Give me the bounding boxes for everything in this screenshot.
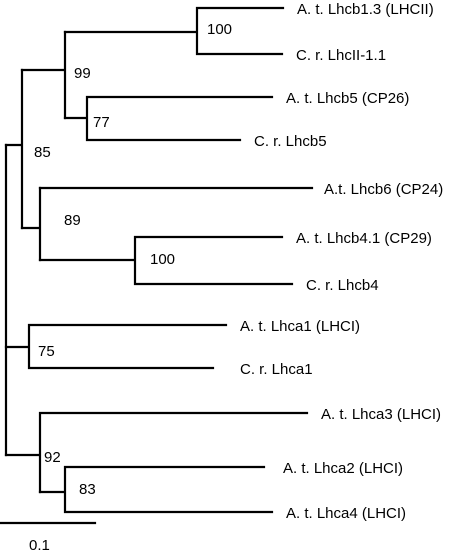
bootstrap-value: 85 <box>34 144 51 161</box>
bootstrap-value: 83 <box>79 481 96 498</box>
taxon-label: C. r. Lhca1 <box>240 361 313 378</box>
bootstrap-value: 99 <box>74 65 91 82</box>
bootstrap-value: 77 <box>93 114 110 131</box>
bootstrap-value: 92 <box>44 449 61 466</box>
taxon-label: C. r. Lhcb4 <box>306 277 379 294</box>
bootstrap-value: 75 <box>38 343 55 360</box>
branch-clade-89 <box>20 186 42 262</box>
taxon-labels: A. t. Lhcb1.3 (LHCII) C. r. LhcII-1.1 A.… <box>240 1 443 522</box>
taxon-label: A. t. Lhca1 (LHCI) <box>240 318 360 335</box>
bootstrap-value: 89 <box>64 212 81 229</box>
tree-branches <box>0 6 314 525</box>
bootstrap-value: 100 <box>207 21 232 38</box>
taxon-label: C. r. Lhcb5 <box>254 133 327 150</box>
scale-bar-label: 0.1 <box>29 537 50 554</box>
branch-lhca-clade <box>4 323 228 370</box>
taxon-label: A. t. Lhcb1.3 (LHCII) <box>297 1 434 18</box>
taxon-label: A.t. Lhcb6 (CP24) <box>324 181 443 198</box>
taxon-label: A. t. Lhcb4.1 (CP29) <box>296 230 432 247</box>
branch-clade-100b <box>38 235 294 286</box>
bootstrap-value: 100 <box>150 251 175 268</box>
branch-clade-77 <box>63 95 274 142</box>
taxon-label: A. t. Lhca4 (LHCI) <box>286 505 406 522</box>
branch-clade-83 <box>38 465 274 514</box>
taxon-label: A. t. Lhca2 (LHCI) <box>283 460 403 477</box>
bootstrap-values: 100 99 77 85 89 100 75 92 83 <box>34 21 232 498</box>
branch-lhca3-clade <box>4 411 309 494</box>
taxon-label: C. r. LhcII-1.1 <box>296 47 386 64</box>
taxon-label: A. t. Lhcb5 (CP26) <box>286 90 409 107</box>
branch-lhcb-clade <box>4 68 24 230</box>
branch-clade-100a <box>63 6 285 56</box>
branch-clade-99 <box>20 30 67 120</box>
taxon-label: A. t. Lhca3 (LHCI) <box>321 406 441 423</box>
